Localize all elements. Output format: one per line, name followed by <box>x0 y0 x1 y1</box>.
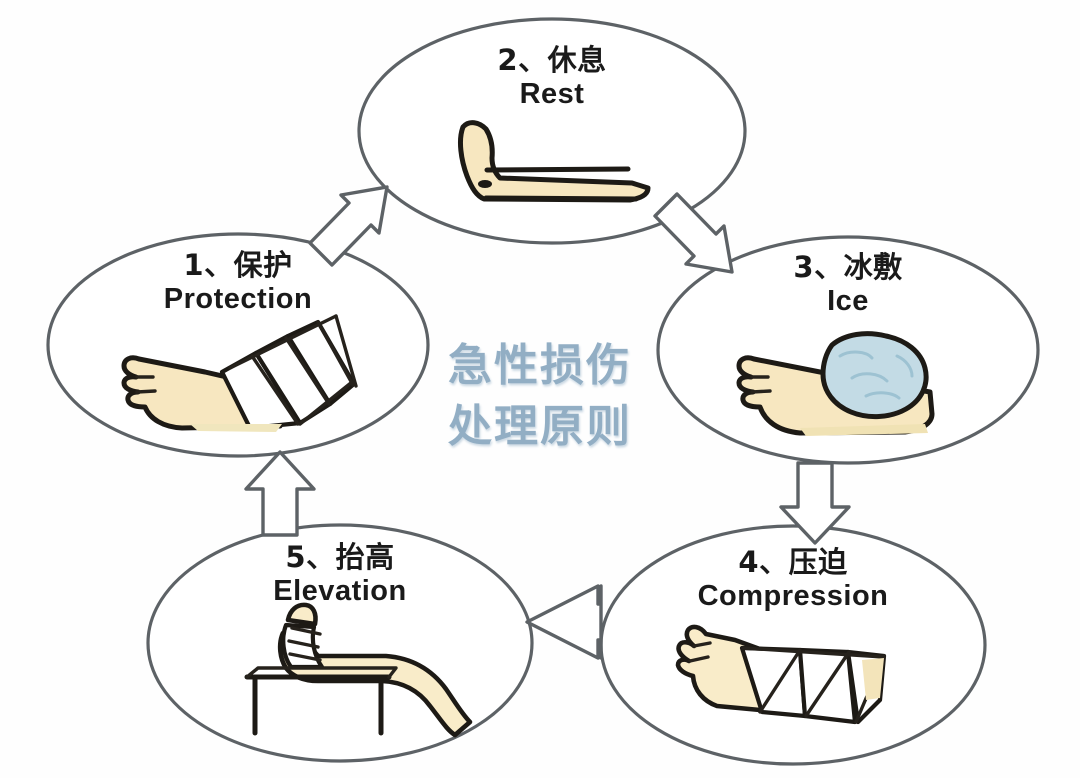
elevated-leg-on-stool-icon <box>244 602 473 738</box>
node-label-protection-en: Protection <box>163 283 313 316</box>
arrow-protection-to-rest <box>308 185 389 267</box>
node-label-compression-en: Compression <box>697 580 889 613</box>
node-label-protection: 1、保护 Protection <box>88 249 388 316</box>
node-label-protection-cn: 1、保护 <box>183 248 293 282</box>
arrow-ice-to-compression <box>779 461 851 545</box>
center-title-line1: 急性损伤 <box>448 340 632 391</box>
center-title-line2: 处理原则 <box>448 400 632 452</box>
arrow-elevation-to-protection <box>244 450 316 537</box>
node-label-elevation-cn: 5、抬高 <box>285 540 395 574</box>
bandaged-foot-splint-icon <box>121 314 358 432</box>
arrow-rest-to-ice <box>653 192 734 274</box>
node-label-rest-cn: 2、休息 <box>497 43 607 77</box>
ice-pack-on-foot-icon <box>736 331 935 436</box>
node-label-elevation-en: Elevation <box>273 575 407 608</box>
compression-bandage-foot-icon <box>675 624 887 725</box>
node-label-compression: 4、压迫 Compression <box>643 546 943 613</box>
node-label-rest: 2、休息 Rest <box>402 44 702 111</box>
resting-leg-icon <box>457 120 651 203</box>
node-label-elevation: 5、抬高 Elevation <box>190 541 490 608</box>
node-label-ice-en: Ice <box>827 285 869 318</box>
node-label-compression-cn: 4、压迫 <box>738 545 848 579</box>
node-label-ice: 3、冰敷 Ice <box>698 251 998 318</box>
node-label-rest-en: Rest <box>519 78 585 111</box>
arrow-compression-to-elevation <box>525 584 603 660</box>
node-label-ice-cn: 3、冰敷 <box>793 250 903 284</box>
diagram-center-title: 急性损伤 处理原则 <box>390 336 690 457</box>
